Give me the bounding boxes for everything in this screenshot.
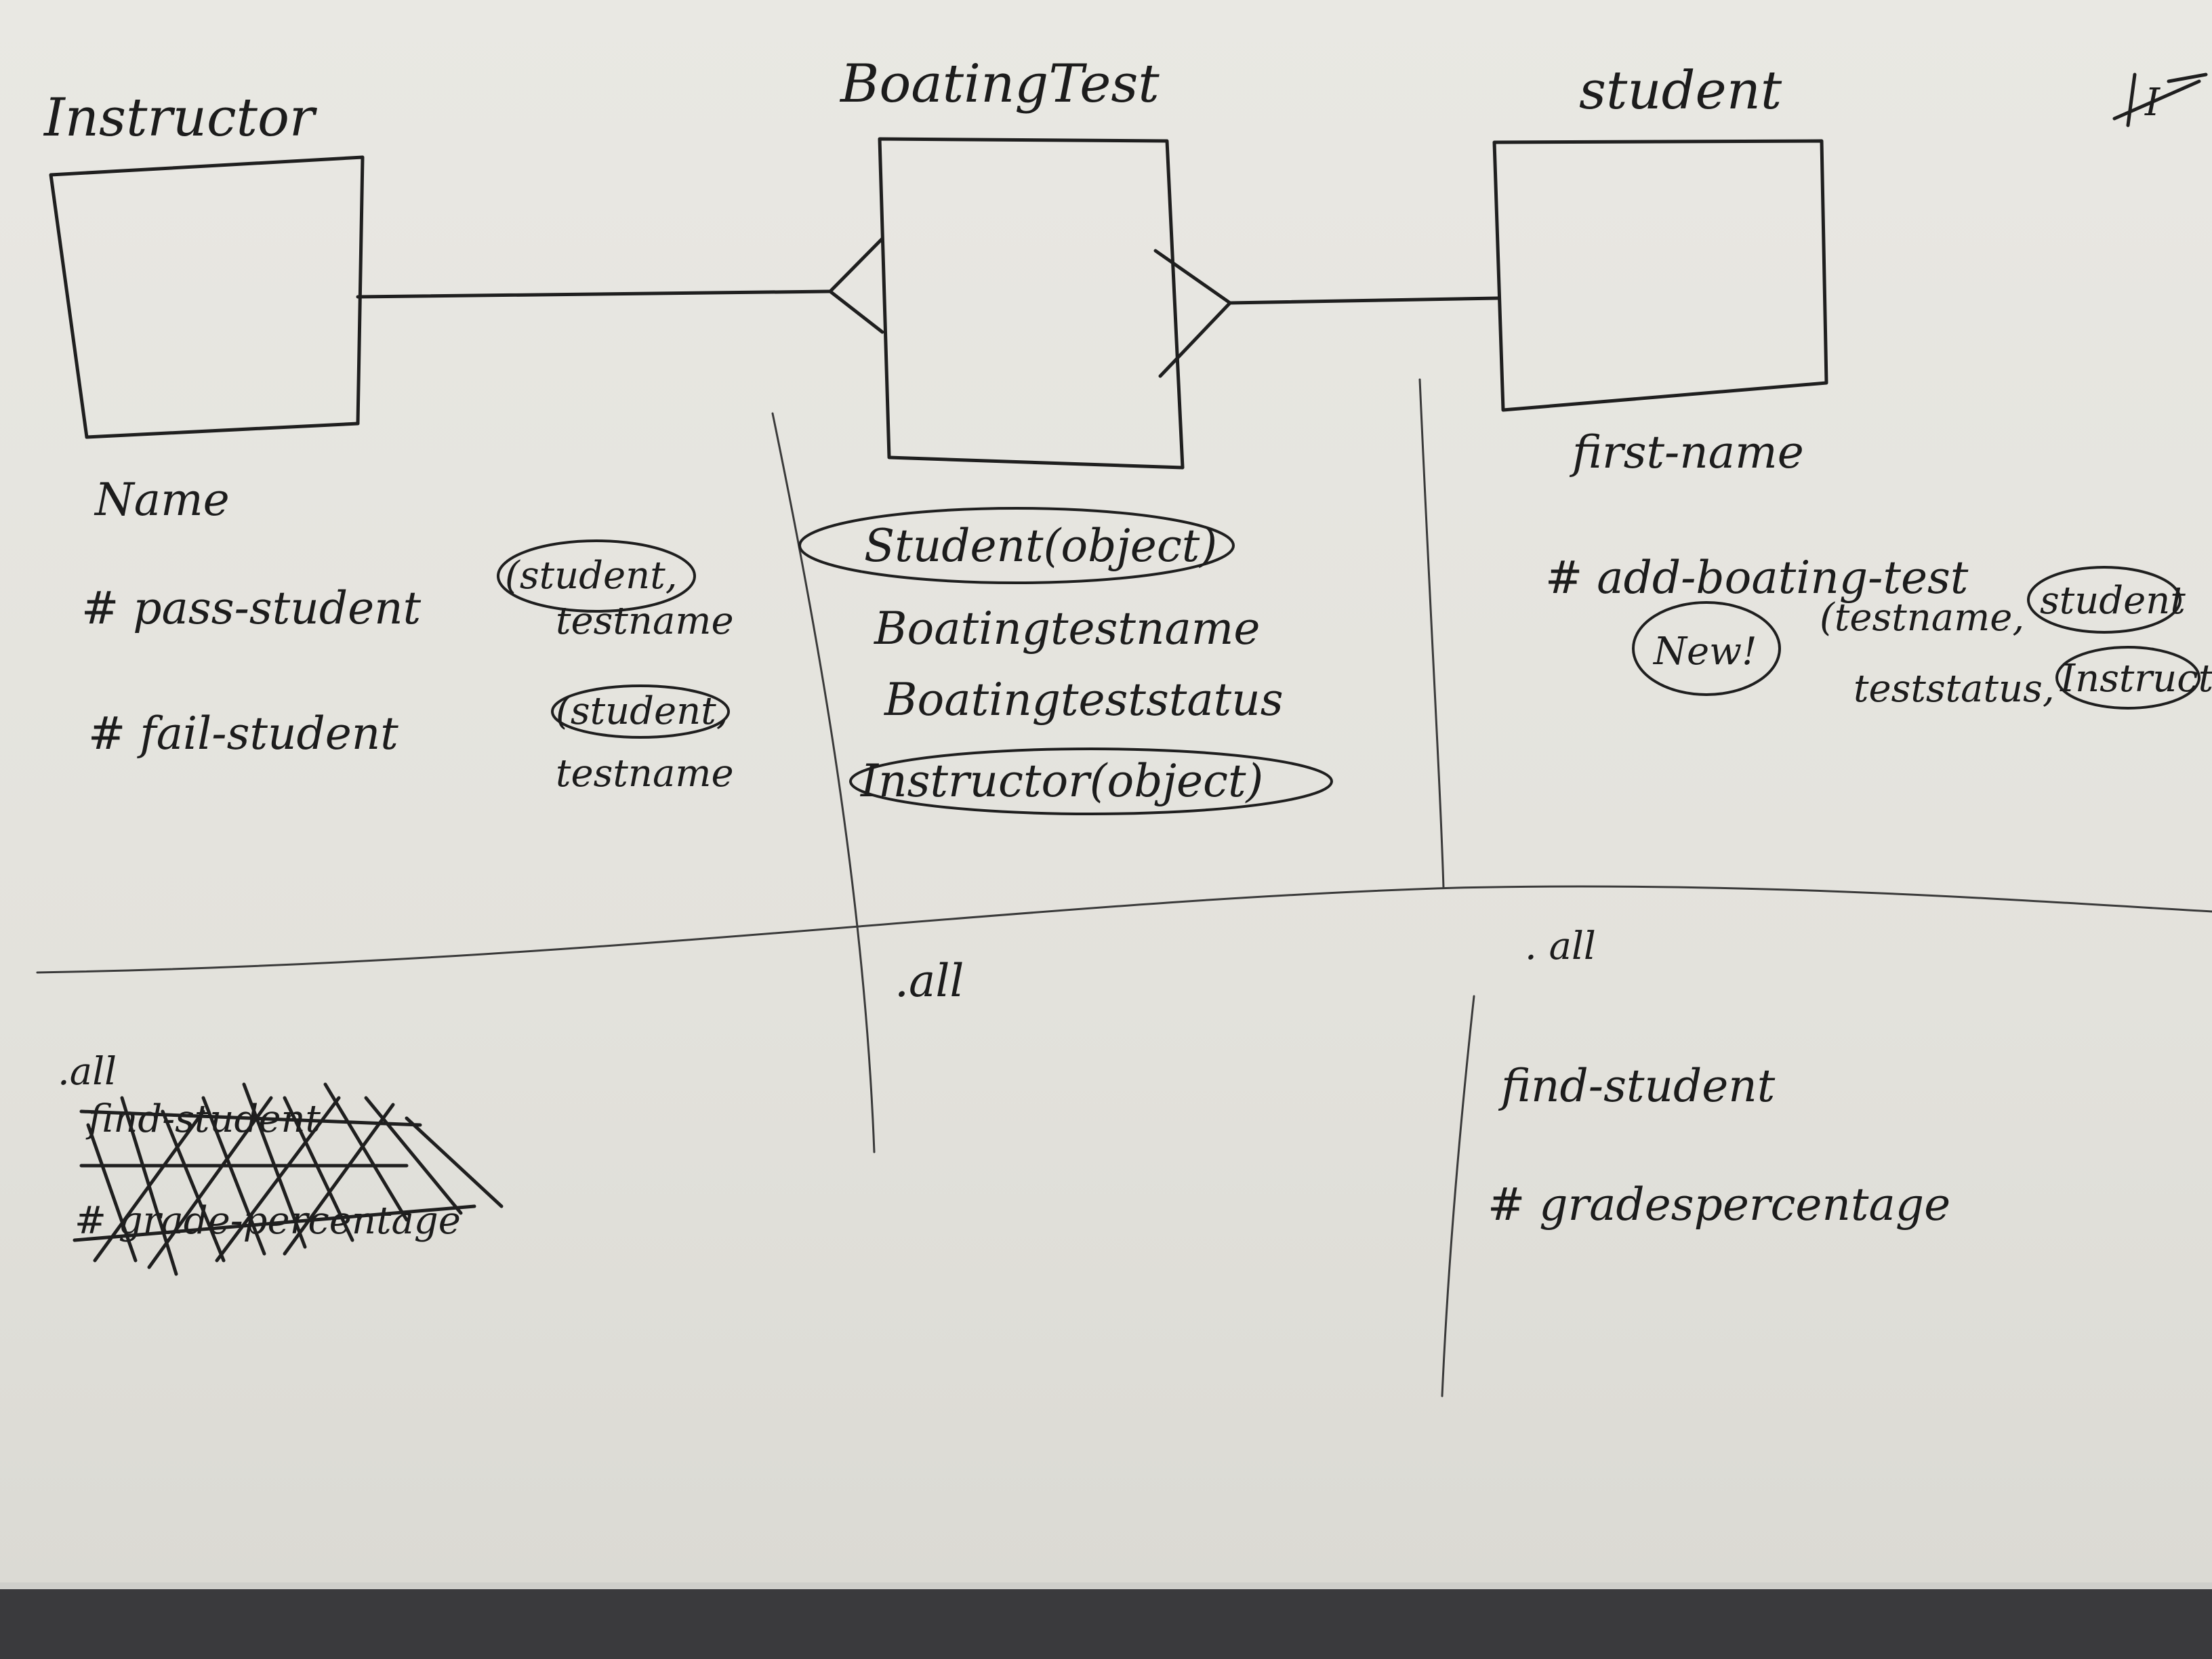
pass-student-param2: testname [556, 599, 734, 643]
add-boating-test-param-instruct: Instruct [2060, 657, 2212, 701]
boating-test-class-all: .all [895, 955, 964, 1007]
find-student-method: find-student [1498, 1060, 1776, 1112]
student-attribute-first-name: first-name [1569, 426, 1804, 478]
new-badge: New! [1652, 630, 1757, 674]
bottom-divider-right [1441, 995, 1475, 1397]
instructor-attribute-name: Name [94, 474, 230, 526]
fail-student-param-oval [551, 684, 730, 739]
boating-test-attr-name: Boatingtestname [874, 602, 1260, 655]
add-boating-test-param-status: teststatus, [1853, 667, 2055, 711]
student-title: student [1579, 60, 1782, 121]
boating-test-box [878, 137, 1185, 470]
add-boating-test-param-testname: (testname, [1820, 596, 2024, 640]
column-divider-left [771, 412, 876, 1153]
add-boating-test-method: # add-boating-test [1545, 552, 1969, 604]
fail-student-param2: testname [556, 752, 734, 796]
horizontal-separator [36, 885, 2212, 974]
fail-student-method: # fail-student [88, 708, 398, 760]
pass-student-method: # pass-student [81, 582, 422, 634]
boating-test-attr-student: Student(object) [864, 520, 1217, 572]
student-object-oval [798, 507, 1235, 584]
student-class-all: . all [1525, 924, 1596, 968]
instructor-title: Instructor [43, 87, 318, 148]
add-boating-test-param-student: student [2040, 579, 2186, 623]
column-divider-right [1418, 378, 1445, 889]
relationship-student-boatingtest [1153, 249, 1500, 378]
fail-student-param: (student, [556, 689, 729, 733]
boating-test-attr-status: Boatingteststatus [884, 674, 1284, 726]
corner-scribble [2112, 73, 2208, 127]
relationship-instructor-boatingtest [356, 237, 884, 334]
boating-test-title: BoatingTest [839, 54, 1160, 115]
instructor-box [49, 155, 365, 439]
pass-student-param-oval [497, 539, 696, 613]
student-box [1492, 139, 1828, 412]
new-badge-oval [1632, 601, 1781, 696]
boating-test-attr-instructor: Instructor(object) [860, 755, 1263, 807]
instruct-param-oval [2055, 646, 2200, 710]
grades-percentage-method: # gradespercentage [1488, 1179, 1950, 1231]
instructor-object-oval [849, 747, 1333, 815]
instructor-class-all: .all [58, 1050, 117, 1094]
desk-surface [0, 1589, 2212, 1659]
student-param-oval [2027, 566, 2182, 634]
corner-mark: I [2144, 81, 2161, 125]
pass-student-param: (student, [505, 554, 678, 598]
crossed-out-scribble: find-student # grade-percentage [73, 1082, 504, 1276]
